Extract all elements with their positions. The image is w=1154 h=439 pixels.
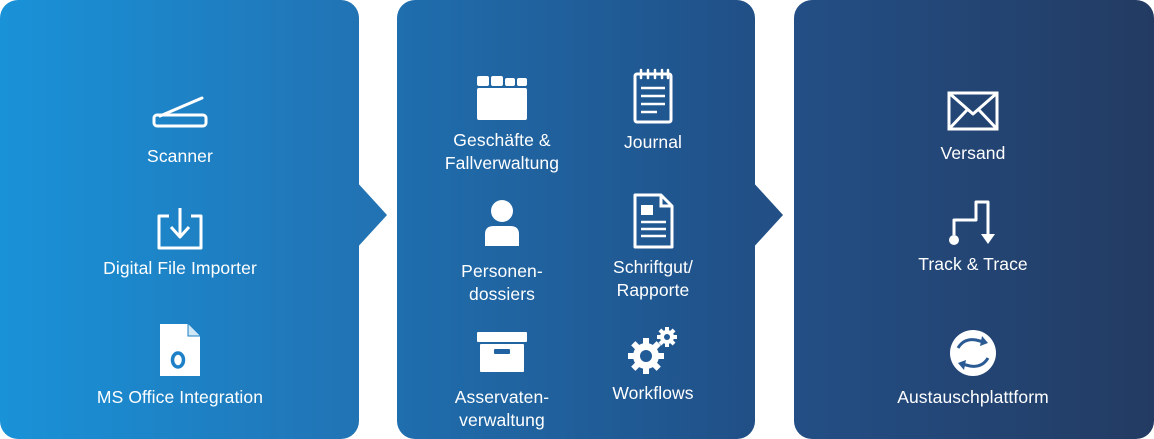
scanner-icon [152, 96, 208, 128]
personendossiers-label-line1: Personen- [461, 261, 543, 281]
import-icon [157, 208, 203, 250]
track-trace-item: Track & Trace [863, 198, 1083, 276]
austauschplattform-label: Austauschplattform [897, 387, 1049, 407]
envelope-icon [947, 91, 999, 131]
exchange-icon [950, 330, 996, 376]
personendossiers-label-line2: dossiers [469, 284, 535, 304]
journal-item: Journal [593, 68, 713, 154]
personendossiers-item: Personen- dossiers [432, 198, 572, 306]
ms-office-integration-label: MS Office Integration [96, 387, 264, 407]
schriftgut-label-line2: Rapporte [616, 280, 690, 300]
asservatenverwaltung-item: Asservaten- verwaltung [432, 330, 572, 432]
document-icon [633, 193, 674, 249]
versand-label: Versand [940, 143, 1006, 163]
geschaefte-fallverwaltung-item: Geschäfte & Fallverwaltung [432, 72, 572, 175]
geschaefte-label-line1: Geschäfte & [453, 130, 551, 150]
austauschplattform-item: Austauschplattform [863, 328, 1083, 409]
workflows-item: Workflows [593, 326, 713, 405]
notepad-icon [633, 68, 673, 124]
flow-arrow-2 [751, 180, 798, 250]
schriftgut-rapporte-item: Schriftgut/ Rapporte [583, 192, 723, 302]
route-icon [949, 200, 995, 245]
journal-label: Journal [623, 132, 683, 152]
asservaten-label-line2: verwaltung [459, 410, 545, 430]
ms-office-integration-item: MS Office Integration [60, 322, 300, 409]
digital-file-importer-item: Digital File Importer [60, 206, 300, 280]
office-document-icon [160, 324, 200, 376]
workflows-label: Workflows [612, 383, 694, 403]
geschaefte-label-line2: Fallverwaltung [444, 153, 560, 173]
person-icon [485, 200, 519, 246]
asservaten-label-line1: Asservaten- [454, 387, 550, 407]
archive-box-icon [477, 332, 527, 372]
process-panel [397, 0, 755, 439]
folders-icon [477, 76, 527, 120]
scanner-item: Scanner [80, 94, 280, 168]
scanner-label: Scanner [147, 146, 213, 166]
versand-item: Versand [873, 90, 1073, 165]
flow-arrow-1 [355, 180, 401, 250]
track-trace-label: Track & Trace [918, 254, 1028, 274]
schriftgut-label-line1: Schriftgut/ [613, 257, 693, 277]
digital-file-importer-label: Digital File Importer [103, 258, 257, 278]
gears-icon [628, 327, 677, 374]
